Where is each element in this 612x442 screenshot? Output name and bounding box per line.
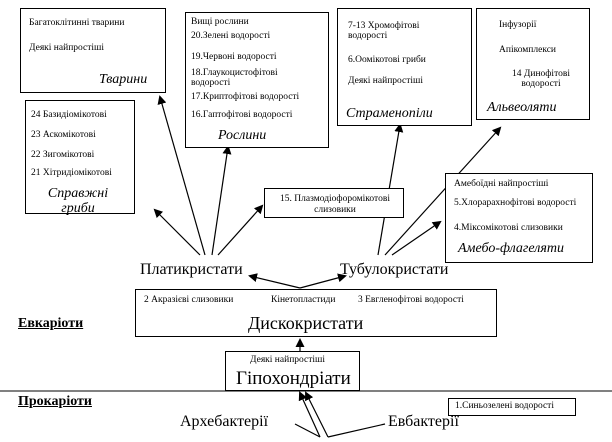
plants-label: Рослини (218, 128, 267, 143)
alveolates-item-1: Інфузорії (499, 20, 537, 30)
true-fungi-item-2: 23 Аскомікотові (31, 130, 96, 140)
plants-box: Вищі рослини 20.Зелені водорості 19.Черв… (185, 12, 329, 148)
arrow-to-hypochondriates-2 (305, 391, 329, 438)
eubacteria-label: Евбактерії (388, 413, 459, 430)
discocristates-box: 2 Акразієві слизовики Кінетопластиди 3 Е… (135, 289, 497, 337)
plasmodiophoro-box: 15. Плазмодіофоромікотові слизовики (264, 188, 404, 218)
arrow-to-plants (211, 145, 232, 256)
tubulocristates-label: Тубулокристати (340, 261, 449, 278)
plants-item-2: 20.Зелені водорості (191, 31, 271, 41)
discocristates-item-1: 2 Акразієві слизовики (144, 295, 234, 305)
arrow-to-tubulocristates (299, 273, 347, 289)
animals-item-2: Деякі найпростіші (29, 43, 104, 53)
amoeboflagellates-item-1: Амебоїдні найпростіші (454, 179, 549, 189)
true-fungi-box: 24 Базидіомікотові 23 Аскомікотові 22 Зи… (25, 100, 135, 216)
plants-item-6: 16.Гаптофітові водорості (191, 110, 293, 120)
discocristates-item-3: 3 Евгленофітові водорості (358, 295, 464, 305)
platycristates-label: Платикристати (140, 261, 243, 278)
rank-prokaryotes: Прокаріоти (18, 394, 92, 409)
true-fungi-item-4: 21 Хітридіомікотові (31, 168, 112, 178)
amoeboflagellates-box: Амебоїдні найпростіші 5.Хлорарахнофітові… (445, 173, 593, 263)
stramenopiles-item-1: 7-13 Хромофітові водорості (348, 21, 420, 42)
hypochondriates-label: Гіпохондріати (236, 368, 351, 389)
amoeboflagellates-item-2: 5.Хлорарахнофітові водорості (454, 198, 577, 208)
plants-item-1: Вищі рослини (191, 17, 249, 27)
stramenopiles-item-2: 6.Оомікотові гриби (348, 55, 426, 65)
animals-item-1: Багатоклітинні тварини (29, 18, 125, 28)
hypochondriates-box: Деякі найпростіші Гіпохондріати (225, 351, 360, 391)
rank-eukaryotes: Евкаріоти (18, 316, 84, 331)
cyanobacteria-box: 1.Синьозелені водорості (448, 398, 576, 416)
arrow-to-platycristates (248, 273, 301, 289)
arrow-to-amoeboflagellates (391, 220, 442, 256)
amoeboflagellates-item-3: 4.Міксомікотові слизовики (454, 223, 563, 233)
arrow-to-alveolates (384, 126, 502, 256)
archaebacteria-label: Архебактерії (180, 413, 269, 430)
stramenopiles-box: 7-13 Хромофітові водорості 6.Оомікотові … (337, 8, 472, 126)
discocristates-item-2: Кінетопластиди (271, 295, 336, 305)
hypochondriates-item: Деякі найпростіші (250, 355, 325, 365)
arrow-to-hypochondriates-1 (298, 391, 321, 438)
plants-item-5: 17.Криптофітові водорості (191, 92, 300, 102)
cyanobacteria-text: 1.Синьозелені водорості (455, 401, 554, 411)
arrow-to-animals (157, 95, 206, 256)
animals-label: Тварини (99, 72, 148, 87)
plants-item-3: 19.Червоні водорості (191, 52, 277, 62)
stramenopiles-item-3: Деякі найпростіші (348, 76, 423, 86)
stramenopiles-label: Страменопіли (346, 106, 433, 121)
amoeboflagellates-label: Амебо-флагеляти (458, 241, 564, 256)
discocristates-label: Дискокристати (248, 313, 364, 333)
true-fungi-item-3: 22 Зигомікотові (31, 150, 95, 160)
arrow-to-true-fungi (153, 208, 201, 256)
alveolates-item-2: Апікомплекси (499, 45, 557, 55)
alveolates-box: Інфузорії Апікомплекси 14 Динофітові вод… (476, 8, 590, 120)
true-fungi-label: Справжні гриби (47, 186, 109, 216)
arrow-archaebacteria (294, 423, 321, 438)
arrow-to-plasmodiophoro (217, 204, 264, 256)
true-fungi-item-1: 24 Базидіомікотові (31, 110, 107, 120)
plasmodiophoro-text: 15. Плазмодіофоромікотові слизовики (280, 194, 390, 215)
arrow-eubacteria (327, 423, 386, 438)
alveolates-label: Альвеоляти (487, 100, 557, 115)
alveolates-item-3: 14 Динофітові водорості (512, 69, 570, 90)
animals-box: Багатоклітинні тварини Деякі найпростіші… (20, 8, 166, 93)
plants-item-4: 18.Глаукоцистофітові водорості (191, 68, 278, 88)
